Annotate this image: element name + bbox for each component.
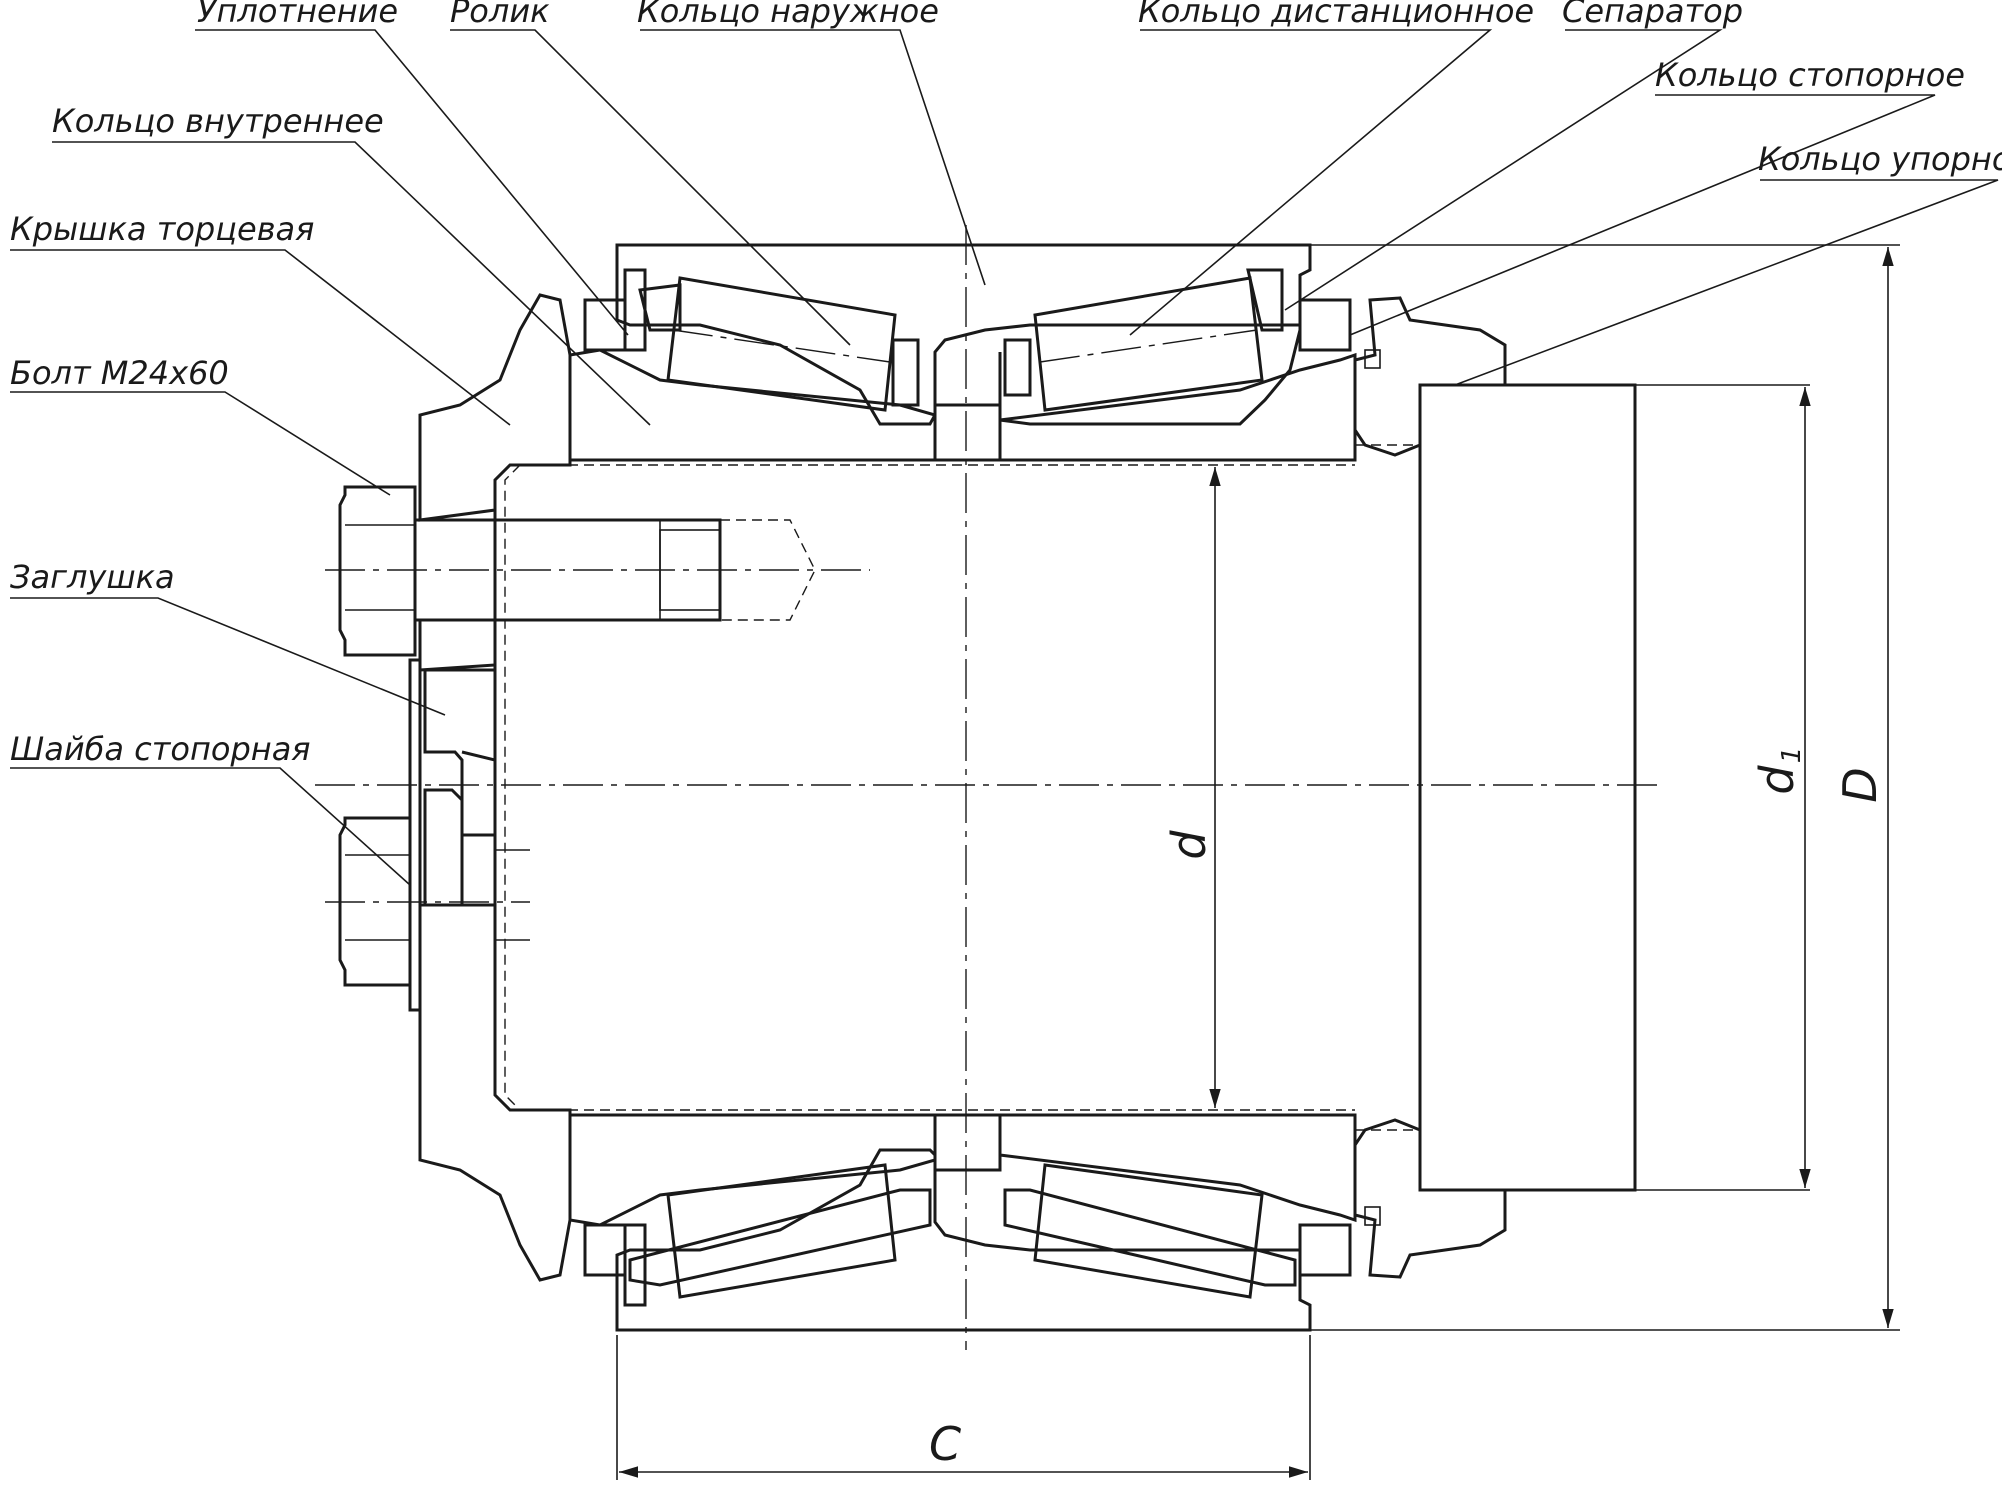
dim-d-label: d: [1162, 830, 1216, 860]
label-spacer-ring: Кольцо дистанционное: [1138, 0, 1534, 30]
label-outer-ring: Кольцо наружное: [637, 0, 939, 30]
label-end-cap: Крышка торцевая: [10, 210, 314, 248]
roller-top-right: [1033, 276, 1264, 412]
outer-ring-bottom: [615, 1148, 1312, 1332]
cage-bottom: [628, 1188, 1297, 1287]
center-lines: [315, 225, 1665, 1350]
roller-top-left: [666, 276, 897, 412]
outer-ring-top: [615, 243, 1312, 426]
label-seal: Уплотнение: [197, 0, 398, 30]
dim-d1-label: d: [1750, 765, 1804, 795]
end-cap: [418, 293, 572, 1282]
dimension-lines: [616, 244, 1900, 1480]
seal-left: [583, 268, 647, 1307]
label-retaining-ring: Кольцо стопорное: [1655, 56, 1965, 94]
bore-outline: [504, 444, 1415, 1131]
spacer-ring: [933, 403, 1002, 1172]
label-lock-washer: Шайба стопорная: [10, 730, 311, 768]
label-cage: Сепаратор: [1562, 0, 1743, 30]
label-bolt: Болт М24х60: [10, 354, 229, 392]
label-roller: Ролик: [450, 0, 550, 30]
leader-lines: [10, 29, 1999, 886]
cage-top: [638, 268, 1284, 407]
axle-shaft: [1418, 383, 1810, 1192]
label-inner-ring: Кольцо внутреннее: [52, 102, 384, 140]
part-labels: Уплотнение Ролик Кольцо наружное Кольцо …: [10, 0, 2002, 768]
label-thrust-ring: Кольцо упорное: [1758, 140, 2002, 178]
dimension-labels: d d 1 D C: [929, 747, 1887, 1471]
plug: [423, 668, 497, 907]
dim-d1-subscript: 1: [1777, 747, 1807, 764]
roller-bottom-left: [666, 1163, 897, 1299]
dim-D-label: D: [1833, 767, 1887, 802]
seal-right: [1298, 298, 1352, 1277]
dim-C-label: C: [929, 1417, 961, 1471]
bolt-upper: [338, 485, 816, 657]
roller-bottom-right: [1033, 1163, 1264, 1299]
label-plug: Заглушка: [10, 558, 175, 596]
